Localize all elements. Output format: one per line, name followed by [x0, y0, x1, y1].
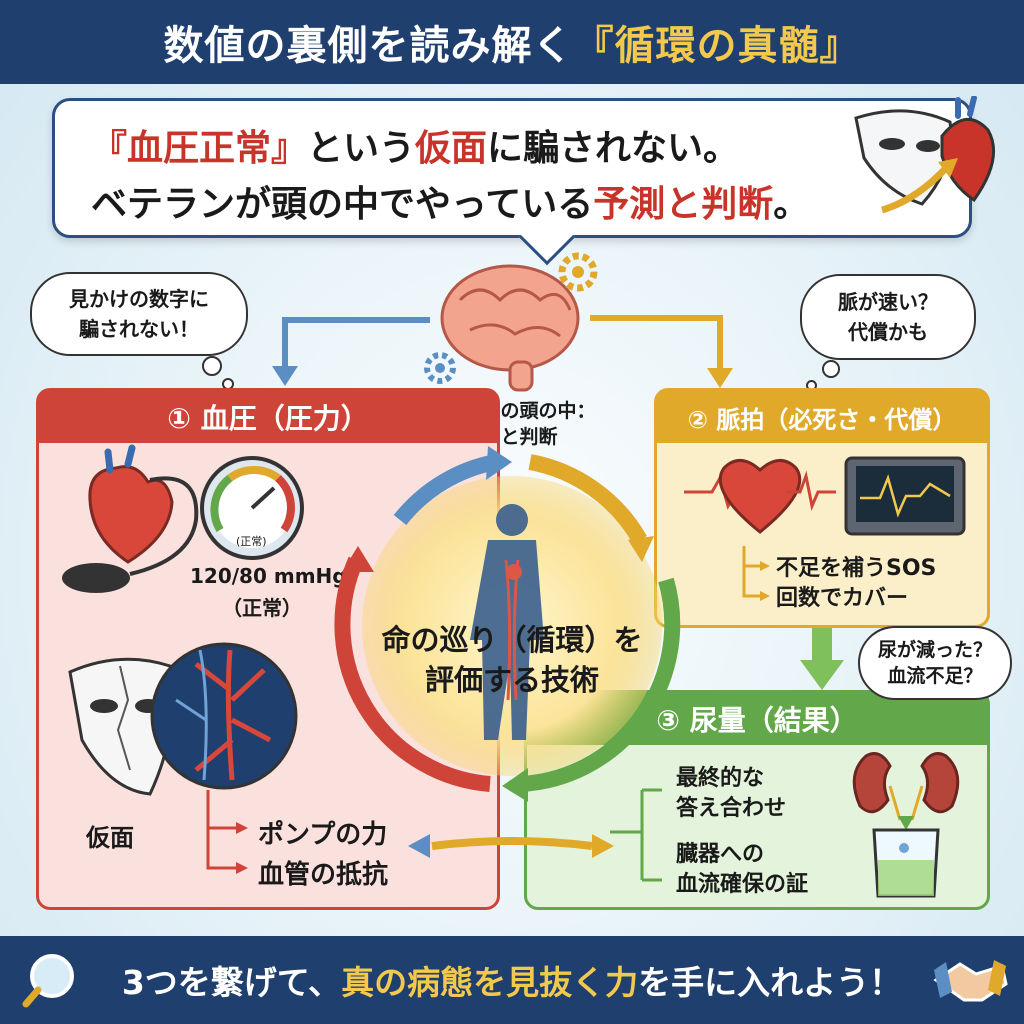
bubble-text: 血流不足？ [887, 665, 983, 687]
bubble-dot [202, 356, 222, 376]
human-body-icon [470, 504, 544, 740]
panel-title: ② 脈拍（必死さ・代償） [657, 391, 987, 443]
handshake-icon [933, 960, 1008, 1002]
ecg-monitor-icon [844, 456, 966, 536]
magnifier-icon [22, 954, 74, 1008]
gear-icon [424, 352, 456, 384]
urine-item-proof: 臓器への 血流確保の証 [676, 840, 808, 900]
bubble-text: 騙されない！ [79, 317, 199, 341]
cycle-arrow [486, 446, 512, 480]
footer-part2: 真の病態を見抜く力 [341, 963, 639, 1002]
cycle-arrow [342, 546, 374, 572]
cycle-arrow [502, 768, 528, 802]
urine-item-line: 答え合わせ [676, 796, 787, 821]
gear-icon [558, 252, 598, 292]
heart-icon [88, 444, 174, 564]
vessel-network-icon [150, 642, 298, 790]
urine-item-answer: 最終的な 答え合わせ [676, 764, 786, 824]
cycle-arrow [628, 536, 654, 562]
arrow-hr-to-urine [800, 660, 844, 690]
hr-item-cover: 回数でカバー [776, 586, 909, 611]
urine-item-line: 最終的な [676, 766, 765, 791]
arrow-to-bp [272, 366, 298, 386]
title-part1: 数値の裏側を読み解く [163, 23, 574, 69]
headline-seg: 仮面 [415, 128, 488, 169]
bidirectional-arrow [592, 834, 614, 858]
thought-bubble-left: 見かけの数字に 騙されない！ [30, 272, 248, 390]
center-caption: 命の巡り（循環）を 評価する技術 [372, 620, 652, 700]
kidney-icon [852, 752, 960, 821]
title-banner: 数値の裏側を読み解く 『循環の真髄』 [0, 0, 1024, 84]
headline-seg: という [307, 128, 416, 169]
footer-part1: 3つを繋げて、 [121, 963, 342, 1002]
headline-seg: 予測と判断 [593, 184, 774, 225]
bubble-text: 代償かも [848, 320, 928, 344]
footer-part3: を手に入れよう！ [638, 963, 903, 1002]
thought-bubble-urine: 尿が減った？ 血流不足？ [858, 626, 1012, 700]
heart-icon [718, 459, 802, 534]
center-caption-line: 評価する技術 [424, 663, 599, 697]
headline-line2: ベテランが頭の中でやっている予測と判断。 [91, 175, 809, 227]
thought-bubble-right: 脈が速い？ 代償かも [800, 274, 976, 391]
bubble-text: 見かけの数字に [69, 287, 209, 311]
hr-item-sos: 不足を補うSOS [776, 556, 937, 581]
bp-reading-note: （正常） [222, 596, 302, 620]
headline-seg: 『血圧正常』 [91, 128, 308, 169]
gauge-icon [200, 456, 304, 560]
bp-reading: 120/80 mmHg [190, 564, 347, 588]
beaker-icon [872, 828, 940, 898]
mask-icon [68, 657, 174, 796]
bp-item-pump: ポンプの力 [258, 820, 388, 850]
bidirectional-arrow [408, 834, 430, 858]
bulb-pump-icon [62, 563, 130, 593]
headline-seg: に騙されない。 [487, 128, 740, 169]
title-part2: 『循環の真髄』 [573, 23, 861, 69]
arrow-to-hr [707, 368, 733, 388]
mask-label: 仮面 [86, 824, 134, 852]
headline-seg: 。 [773, 184, 810, 225]
mask-heart-icon [854, 96, 996, 214]
panel-title: ① 血圧（圧力） [39, 391, 497, 443]
headline-line1: 『血圧正常』という仮面に騙されない。 [91, 119, 739, 171]
center-caption-line: 命の巡り（循環）を [381, 623, 643, 657]
headline-seg: ベテランが頭の中でやっている [91, 184, 594, 225]
urine-item-line: 臓器への [676, 842, 765, 867]
brain-icon [440, 264, 580, 392]
bp-item-resistance: 血管の抵抗 [258, 860, 389, 890]
bubble-text: 脈が速い？ [838, 290, 938, 314]
bubble-text: 尿が減った？ [877, 639, 992, 661]
footer-banner: 3つを繋げて、真の病態を見抜く力を手に入れよう！ [0, 936, 1024, 1024]
urine-item-line: 血流確保の証 [676, 872, 809, 897]
gauge-label: (正常) [236, 535, 267, 548]
bubble-dot [822, 360, 840, 378]
